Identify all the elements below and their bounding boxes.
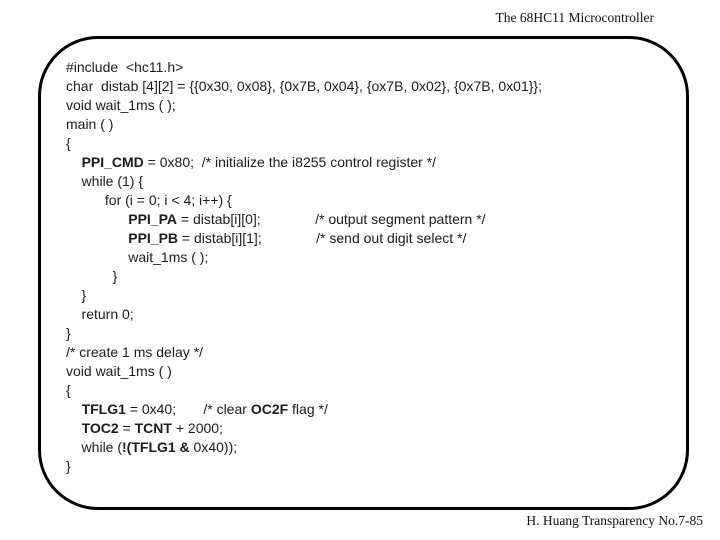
code-line: TOC2 = TCNT + 2000; bbox=[66, 419, 678, 438]
code-segment: 0x40)); bbox=[189, 439, 238, 455]
code-segment: } bbox=[66, 458, 71, 474]
code-line: while (!(TFLG1 & 0x40)); bbox=[66, 438, 678, 457]
code-segment: wait_1ms ( ); bbox=[66, 249, 209, 265]
code-line: #include <hc11.h> bbox=[66, 58, 678, 77]
code-line: PPI_CMD = 0x80; /* initialize the i8255 … bbox=[66, 153, 678, 172]
code-segment: char distab [4][2] = {{0x30, 0x08}, {0x7… bbox=[66, 78, 542, 94]
code-segment: PPI_CMD bbox=[81, 154, 144, 170]
code-block: #include <hc11.h> char distab [4][2] = {{… bbox=[66, 58, 678, 499]
code-segment: OC2F bbox=[250, 401, 289, 417]
code-segment: } bbox=[66, 287, 87, 303]
code-segment: = distab[i][1]; /* send out digit select… bbox=[178, 230, 467, 246]
code-segment: main ( ) bbox=[66, 116, 114, 132]
code-segment: for (i = 0; i < 4; i++) { bbox=[66, 192, 232, 208]
code-segment: = 0x80; /* initialize the i8255 control … bbox=[143, 154, 437, 170]
code-segment: !(TFLG1 & bbox=[122, 439, 190, 455]
code-segment: while (1) { bbox=[66, 173, 144, 189]
code-line: wait_1ms ( ); bbox=[66, 248, 678, 267]
code-segment: TOC2 bbox=[81, 420, 119, 436]
code-segment bbox=[66, 211, 128, 227]
code-segment: { bbox=[66, 382, 71, 398]
code-line: void wait_1ms ( ) bbox=[66, 362, 678, 381]
code-line: main ( ) bbox=[66, 115, 678, 134]
code-segment bbox=[66, 230, 128, 246]
code-line: char distab [4][2] = {{0x30, 0x08}, {0x7… bbox=[66, 77, 678, 96]
code-line: for (i = 0; i < 4; i++) { bbox=[66, 191, 678, 210]
footer-text: H. Huang Transparency No.7-85 bbox=[526, 513, 703, 528]
code-segment: TFLG1 bbox=[81, 401, 126, 417]
code-line: } bbox=[66, 324, 678, 343]
code-line: /* create 1 ms delay */ bbox=[66, 343, 678, 362]
page-title: The 68HC11 Microcontroller bbox=[495, 10, 654, 25]
code-line: TFLG1 = 0x40; /* clear OC2F flag */ bbox=[66, 400, 678, 419]
code-segment: } bbox=[66, 325, 71, 341]
code-segment bbox=[66, 401, 82, 417]
code-segment: while ( bbox=[66, 439, 123, 455]
code-segment: PPI_PA bbox=[128, 211, 177, 227]
code-line: while (1) { bbox=[66, 172, 678, 191]
code-line: PPI_PA = distab[i][0]; /* output segment… bbox=[66, 210, 678, 229]
code-segment: = bbox=[118, 420, 135, 436]
code-line: } bbox=[66, 267, 678, 286]
code-segment: { bbox=[66, 135, 71, 151]
code-line: } bbox=[66, 286, 678, 305]
code-segment: + 2000; bbox=[171, 420, 223, 436]
code-segment: return 0; bbox=[66, 306, 134, 322]
code-segment: flag */ bbox=[288, 401, 328, 417]
code-segment: PPI_PB bbox=[128, 230, 179, 246]
code-segment: /* create 1 ms delay */ bbox=[66, 344, 203, 360]
code-line: } bbox=[66, 457, 678, 476]
code-segment: = distab[i][0]; /* output segment patter… bbox=[177, 211, 486, 227]
code-segment: #include <hc11.h> bbox=[66, 59, 184, 75]
code-line: { bbox=[66, 134, 678, 153]
code-segment bbox=[66, 154, 82, 170]
code-line: void wait_1ms ( ); bbox=[66, 96, 678, 115]
code-segment: } bbox=[66, 268, 118, 284]
code-line: return 0; bbox=[66, 305, 678, 324]
code-frame: #include <hc11.h> char distab [4][2] = {{… bbox=[38, 36, 689, 510]
code-segment: = 0x40; /* clear bbox=[125, 401, 251, 417]
code-line: { bbox=[66, 381, 678, 400]
code-segment: void wait_1ms ( ); bbox=[66, 97, 176, 113]
code-line: PPI_PB = distab[i][1]; /* send out digit… bbox=[66, 229, 678, 248]
code-segment: TCNT bbox=[134, 420, 172, 436]
code-segment: void wait_1ms ( ) bbox=[66, 363, 172, 379]
code-segment bbox=[66, 420, 82, 436]
